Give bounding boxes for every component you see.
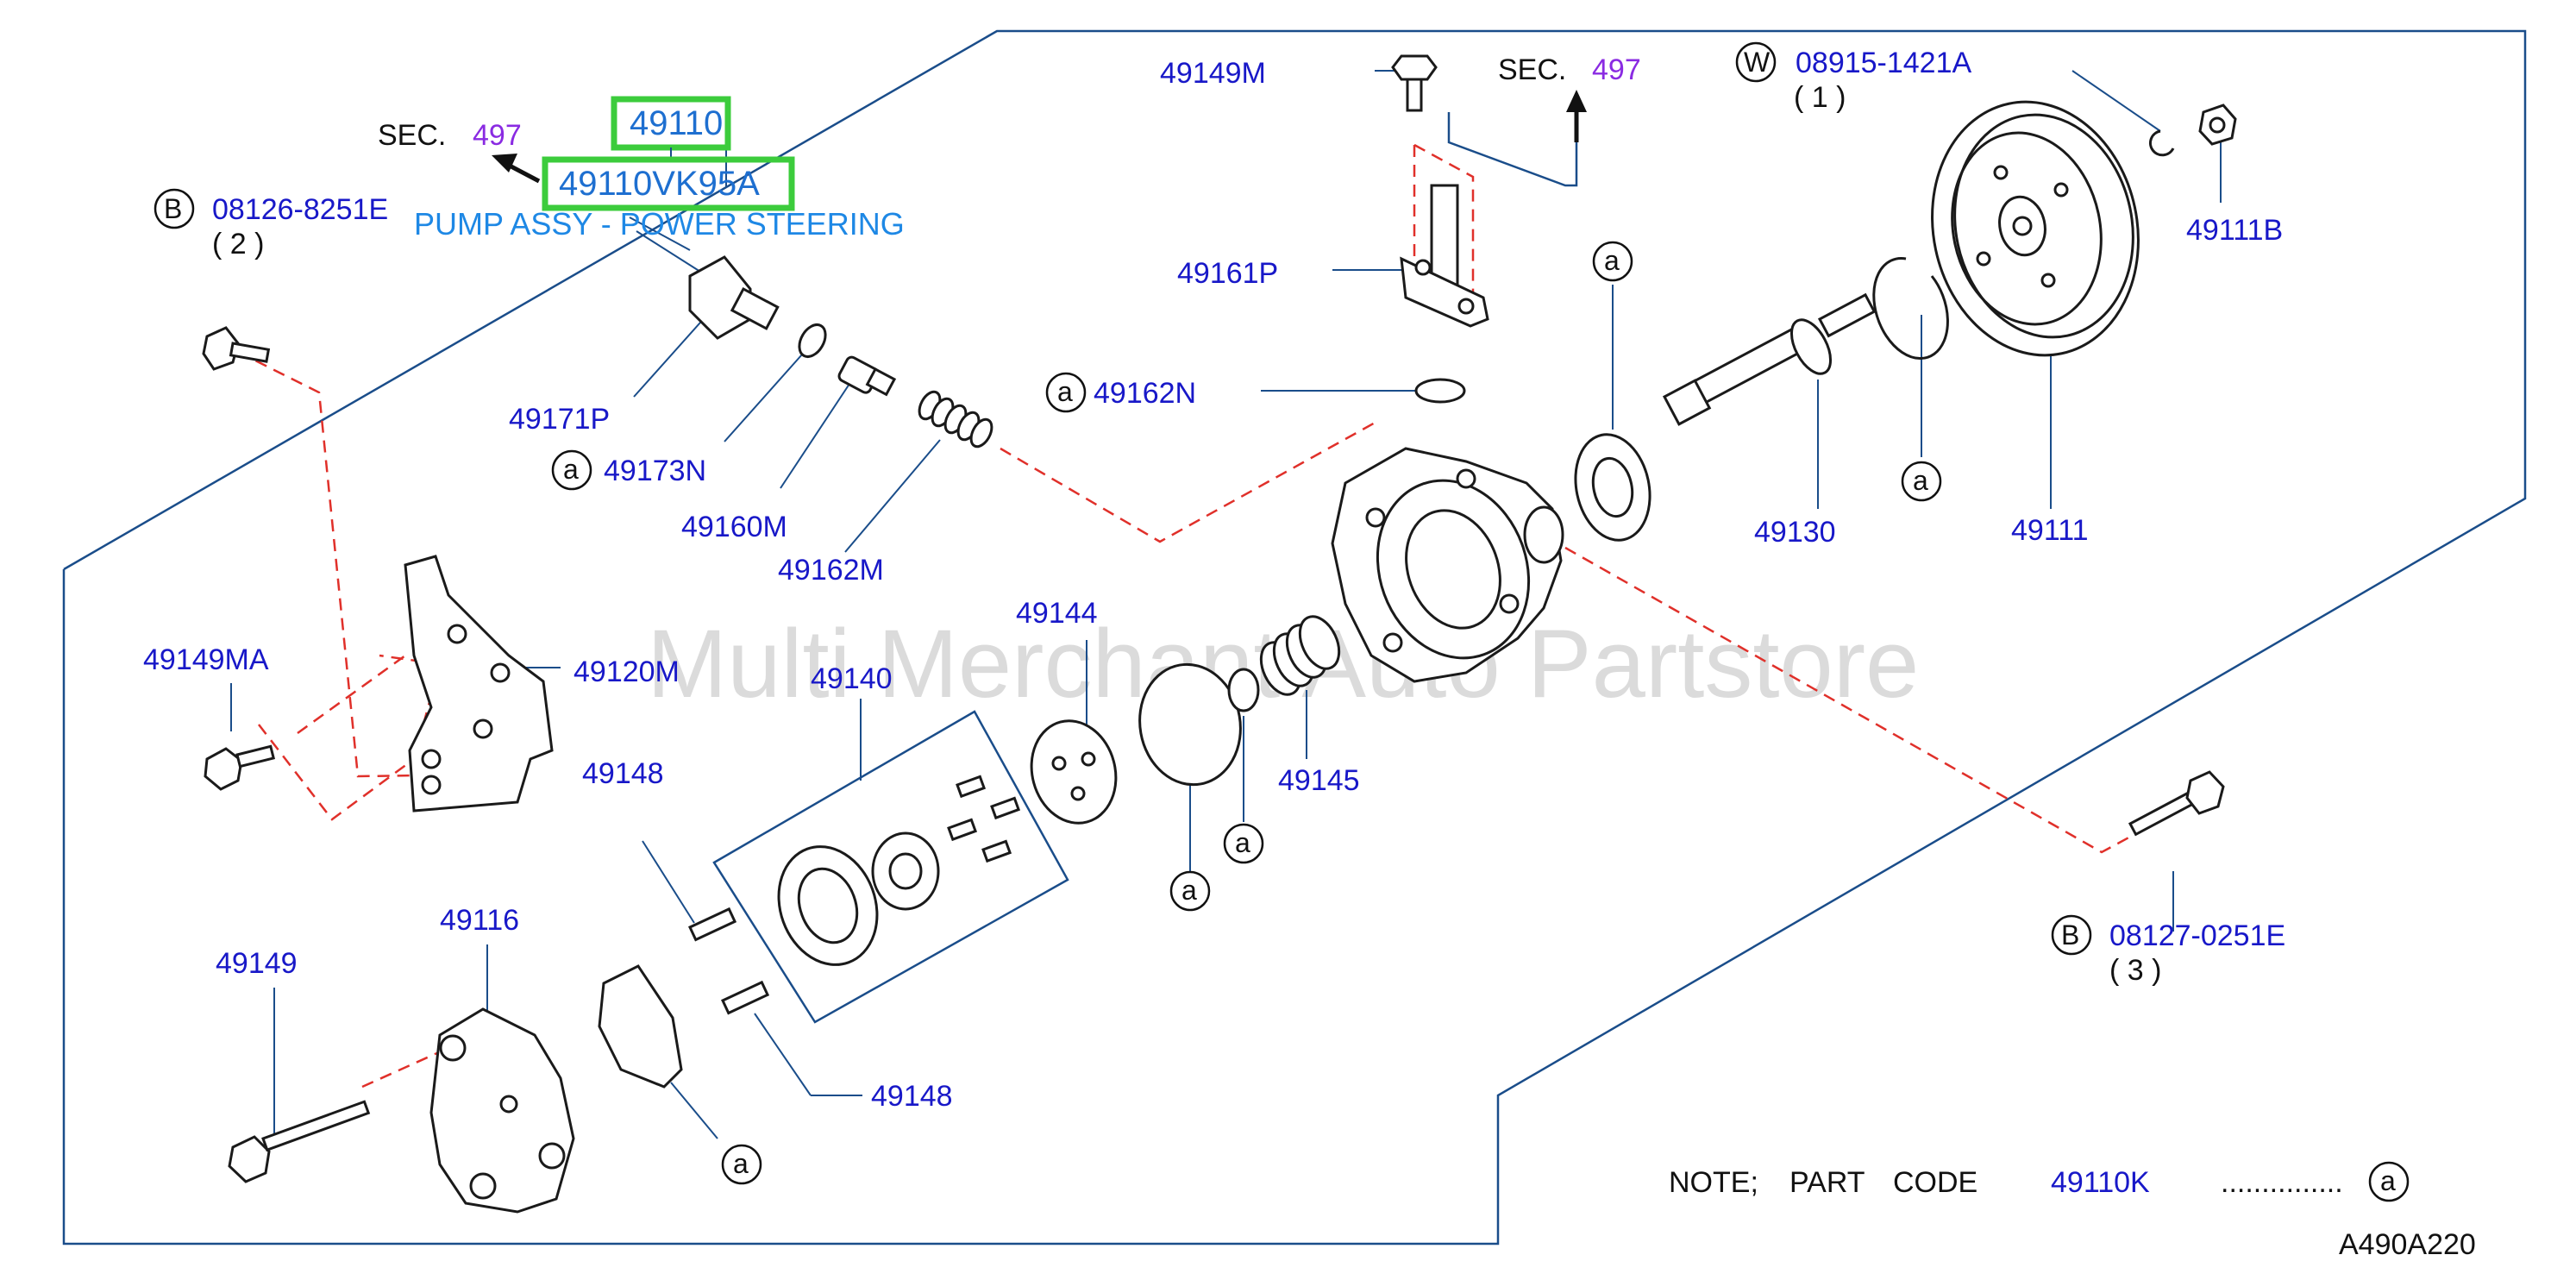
drawing-id: A490A220 <box>2339 1228 2476 1261</box>
callout-a-49162n <box>1045 372 1087 413</box>
svg-text:a: a <box>2380 1165 2396 1196</box>
assembly-name: PUMP ASSY - POWER STEERING <box>414 206 905 242</box>
note-label: NOTE; <box>1669 1166 1758 1199</box>
svg-text:a: a <box>1913 465 1928 496</box>
svg-text:a: a <box>1604 245 1620 276</box>
sec-label-left: SEC. <box>378 119 446 152</box>
spring-49162m-drawing <box>918 390 993 449</box>
part-49148-upper-label[interactable]: 49148 <box>582 757 664 790</box>
pump-body-drawing <box>1331 447 1564 683</box>
oring-large-drawing <box>1138 662 1242 787</box>
part-49145-label[interactable]: 49145 <box>1278 764 1360 797</box>
part-49130-label[interactable]: 49130 <box>1754 516 1836 549</box>
callout-a-seal <box>1592 241 1633 282</box>
gasket-drawing <box>598 964 683 1089</box>
bolt-49149-drawing <box>228 1100 371 1183</box>
part-49144-label[interactable]: 49144 <box>1016 597 1098 630</box>
leader-lines <box>230 70 2222 1139</box>
part-49149m-label[interactable]: 49149M <box>1160 57 1266 90</box>
bracket-49120m-drawing <box>404 555 554 813</box>
part-49161p-label[interactable]: 49161P <box>1177 257 1278 290</box>
plate-49144-drawing <box>1030 719 1118 825</box>
assembly-frame <box>62 29 2527 1245</box>
bolt-49149m-drawing <box>1391 54 1438 112</box>
note-code-word: CODE <box>1893 1166 1977 1199</box>
part-49149ma-label[interactable]: 49149MA <box>143 643 269 676</box>
bolt-08127-drawing <box>2128 770 2225 837</box>
part-49160m-label[interactable]: 49160M <box>681 511 787 543</box>
sec-arrows <box>492 90 1587 187</box>
part-08126-8251e-label[interactable]: 08126-8251E <box>212 193 388 226</box>
spring-49145-drawing <box>1259 615 1341 696</box>
callout-a-small-oring <box>1223 823 1264 864</box>
callout-a-snap-ring <box>1901 461 1942 502</box>
part-49173n-label[interactable]: 49173N <box>604 455 706 487</box>
snap-ring-drawing <box>1872 257 1949 361</box>
sec-number-left[interactable]: 497 <box>473 119 522 152</box>
callout-a-gasket <box>721 1144 762 1185</box>
highlight-box-49110vk95a <box>542 156 795 211</box>
oring-49162n-drawing <box>1414 378 1466 404</box>
svg-text:a: a <box>733 1148 749 1179</box>
pin-49148-upper-drawing <box>688 907 737 942</box>
sec-label-top: SEC. <box>1498 53 1566 86</box>
qty-08127-label: ( 3 ) <box>2109 954 2161 987</box>
qty-08915-label: ( 1 ) <box>1794 81 1846 114</box>
svg-text:W: W <box>1744 47 1771 78</box>
pin-49148-lower-drawing <box>721 980 770 1015</box>
part-08915-1421a-label[interactable]: 08915-1421A <box>1796 47 1972 79</box>
pulley-49111-drawing <box>1931 100 2140 357</box>
part-49162n-label[interactable]: 49162N <box>1094 377 1196 410</box>
part-49110-label[interactable]: 49110 <box>630 104 723 142</box>
callout-a-large-oring <box>1169 870 1211 912</box>
svg-text:a: a <box>563 454 579 485</box>
valve-49160m-drawing <box>837 355 897 397</box>
cartridge-frame <box>712 710 1069 1024</box>
nut-49111b-drawing <box>2198 104 2237 146</box>
oring-small-drawing <box>1227 668 1260 712</box>
callout-a-note <box>2368 1161 2410 1202</box>
qty-08126-label: ( 2 ) <box>212 228 264 260</box>
part-49111b-label[interactable]: 49111B <box>2186 214 2283 247</box>
part-49148-lower-label[interactable]: 49148 <box>871 1080 953 1113</box>
fitting-49161p-drawing <box>1400 184 1489 328</box>
part-49111-label[interactable]: 49111 <box>2011 514 2089 547</box>
callout-b2 <box>2051 914 2092 956</box>
svg-text:a: a <box>1057 376 1073 407</box>
oring-49173n-drawing <box>798 323 827 358</box>
connector-49171p-drawing <box>688 255 780 340</box>
cover-49116-drawing <box>429 1007 575 1214</box>
callout-a-49173n <box>551 449 592 491</box>
bolt-49149ma-drawing <box>204 744 276 791</box>
svg-text:a: a <box>1181 875 1197 906</box>
svg-text:B: B <box>2061 919 2079 951</box>
cartridge-49140-drawing <box>777 775 1021 966</box>
note-part-word: PART <box>1789 1166 1865 1199</box>
clip-drawing <box>2149 129 2175 157</box>
part-49162m-label[interactable]: 49162M <box>778 554 884 587</box>
sec-number-top[interactable]: 497 <box>1592 53 1641 86</box>
part-49149-label[interactable]: 49149 <box>216 947 298 980</box>
svg-text:B: B <box>164 193 182 224</box>
part-49120m-label[interactable]: 49120M <box>573 656 680 688</box>
seal-drawing <box>1574 433 1652 542</box>
note-dots: ............... <box>2221 1166 2343 1199</box>
part-49171p-label[interactable]: 49171P <box>509 403 610 436</box>
shaft-49130-drawing <box>1662 292 1877 426</box>
part-49116-label[interactable]: 49116 <box>440 904 519 937</box>
part-49110vk95a-label[interactable]: 49110VK95A <box>559 165 760 203</box>
svg-text:a: a <box>1235 827 1250 858</box>
bolt-08126-drawing <box>202 326 271 371</box>
callout-w <box>1735 41 1777 83</box>
callouts: B W a a a a a a a B a <box>154 41 2410 1202</box>
note-code-value[interactable]: 49110K <box>2051 1166 2150 1199</box>
part-49140-label[interactable]: 49140 <box>811 662 893 695</box>
callout-b1 <box>154 188 195 229</box>
part-08127-0251e-label[interactable]: 08127-0251E <box>2109 919 2285 952</box>
